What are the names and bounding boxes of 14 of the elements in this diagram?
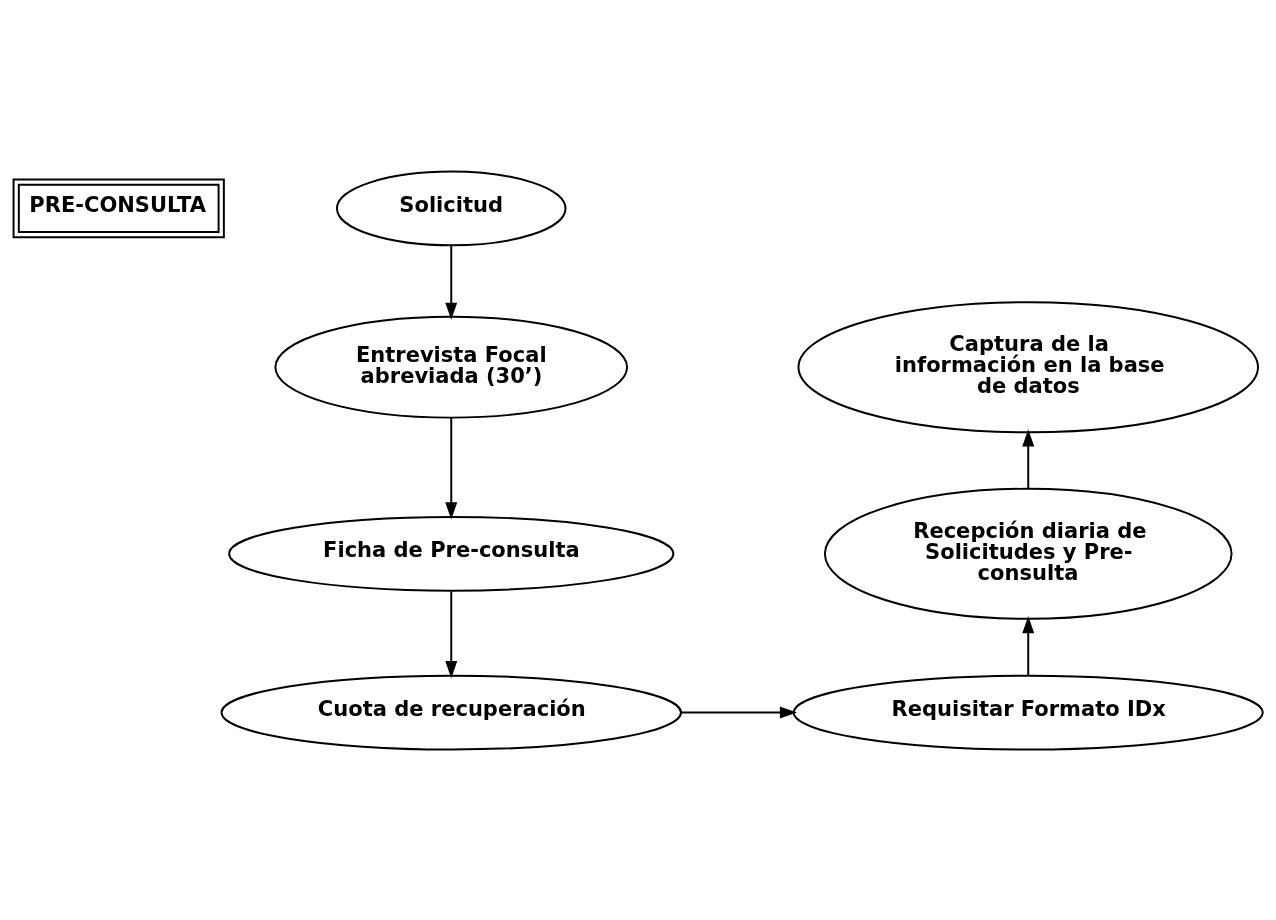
node-ellipse: Recepción diaria de Solicitudes y Pre-consulta — [823, 487, 1233, 620]
node-ellipse: Requisitar Formato IDx — [792, 674, 1264, 750]
arrow — [445, 416, 458, 519]
node-ellipse: Cuota de recuperación — [220, 674, 682, 750]
arrow — [445, 589, 458, 678]
node-ellipse: Entrevista Focal abreviada (30’) — [274, 315, 629, 419]
node-ellipse: Solicitud — [335, 170, 567, 246]
arrow — [445, 244, 458, 320]
node-ellipse: Captura de la información en la base de datos — [797, 300, 1259, 433]
arrow — [1022, 615, 1035, 676]
arrow — [680, 706, 797, 719]
node-box: PRE-CONSULTA — [12, 178, 225, 238]
node-ellipse: Ficha de Pre-consulta — [228, 515, 675, 592]
arrow — [1022, 428, 1035, 489]
